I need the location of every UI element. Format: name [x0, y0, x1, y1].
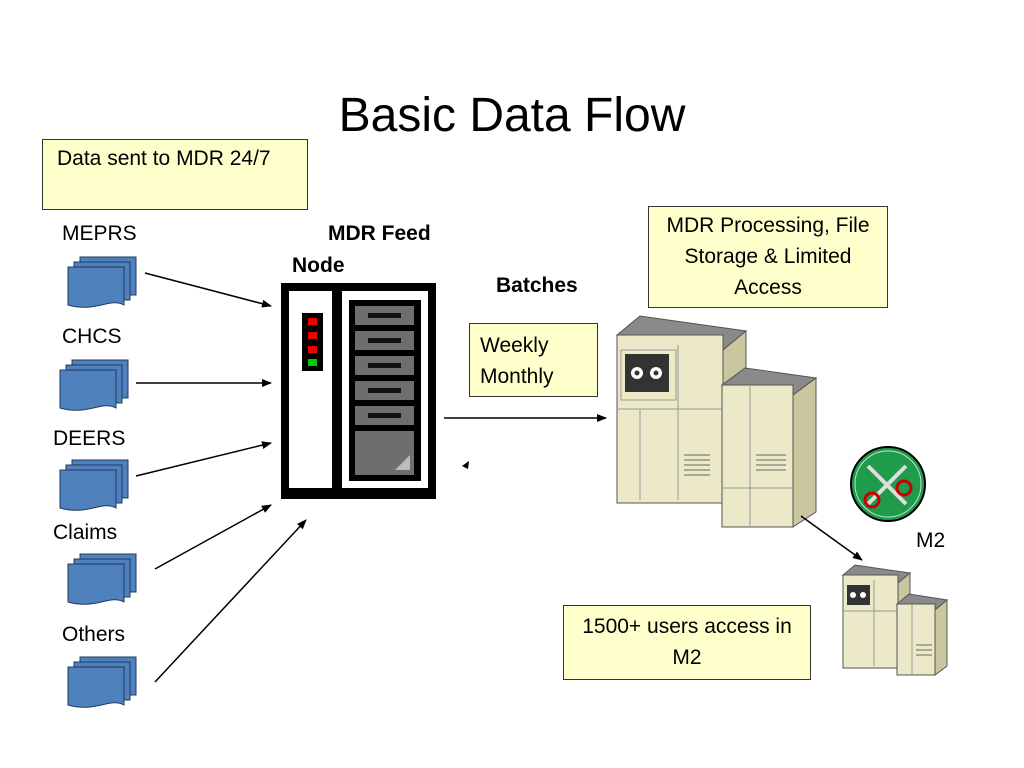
- processing-note: MDR Processing, File Storage & Limited A…: [648, 206, 888, 308]
- source-label-claims: Claims: [53, 521, 118, 544]
- arrow-claims: [154, 504, 272, 570]
- arrow-others: [154, 519, 307, 683]
- scissors-emblem-icon: [850, 446, 926, 522]
- source-label-deers: DEERS: [53, 427, 126, 450]
- note-data-sent-text: Data sent to MDR 24/7: [57, 147, 271, 170]
- users-note: 1500+ users access in M2: [563, 605, 811, 680]
- feed-node-label-line1: MDR Feed: [328, 222, 431, 245]
- source-label-chcs: CHCS: [62, 325, 122, 348]
- document-stack-icon-others: [67, 656, 137, 708]
- document-stack-icon-claims: [67, 553, 137, 605]
- source-label-others: Others: [62, 623, 126, 646]
- m2-label: M2: [916, 529, 946, 552]
- note-data-sent: Data sent to MDR 24/7: [42, 139, 308, 210]
- users-note-line2: M2: [672, 646, 702, 669]
- document-stack-icon-meprs: [67, 256, 137, 308]
- processing-line3: Access: [734, 276, 802, 299]
- m2-server-icon: [841, 564, 949, 676]
- batches-note: Weekly Monthly: [469, 323, 598, 397]
- batches-label: Batches: [496, 274, 578, 297]
- arrow-deers: [135, 441, 272, 477]
- arrow-meprs: [144, 272, 272, 308]
- arrow-to-m2: [800, 515, 863, 561]
- batches-weekly: Weekly: [480, 334, 549, 357]
- document-stack-icon-deers: [59, 459, 129, 511]
- processing-line2: Storage & Limited: [684, 245, 852, 268]
- server-rack-icon: [281, 283, 436, 499]
- source-label-meprs: MEPRS: [62, 222, 137, 245]
- small-arrowhead: [462, 461, 469, 469]
- users-note-line1: 1500+ users access in: [582, 615, 792, 638]
- batches-monthly: Monthly: [480, 365, 554, 388]
- document-stack-icon-chcs: [59, 359, 129, 411]
- slide-title: Basic Data Flow: [338, 89, 686, 142]
- feed-node-label-line2: Node: [292, 254, 345, 277]
- mainframe-server-icon: [615, 315, 818, 528]
- processing-line1: MDR Processing, File: [666, 214, 870, 237]
